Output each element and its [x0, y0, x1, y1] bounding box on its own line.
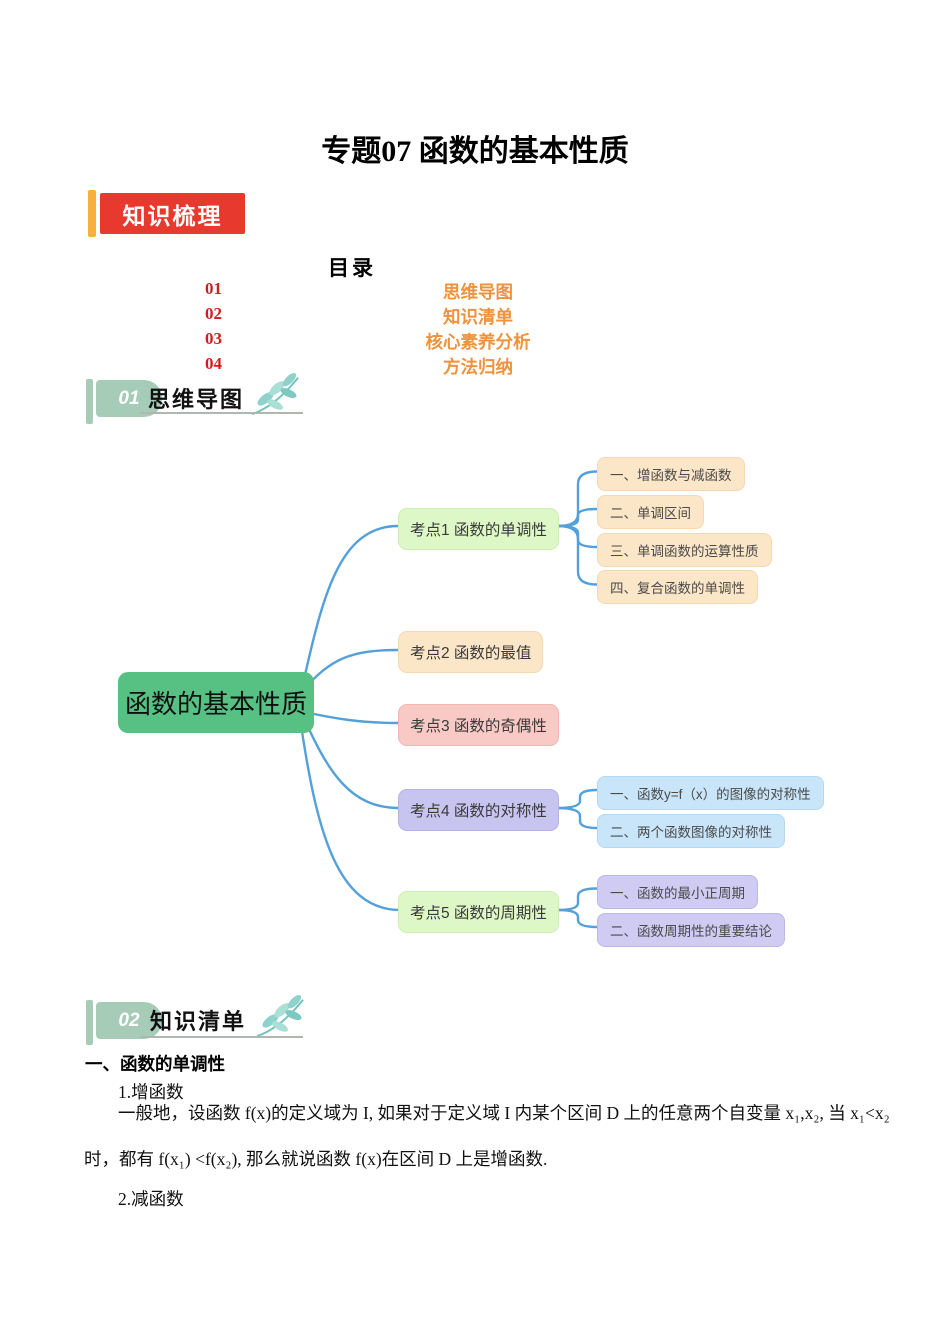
leaf-decoration-icon	[251, 372, 299, 415]
leaf-decoration-icon	[256, 994, 304, 1037]
toc-row: 01 思维导图	[0, 279, 950, 304]
toc-number: 03	[205, 329, 222, 348]
toc-link-knowledge-list[interactable]: 知识清单	[443, 307, 513, 327]
knowledge-badge-accent-bar	[88, 190, 96, 237]
section1-title: 思维导图	[148, 387, 245, 412]
toc-link-method-summary[interactable]: 方法归纳	[443, 357, 513, 377]
section1-accent-bar	[86, 379, 93, 424]
mindmap-subtopic-node: 二、函数周期性的重要结论	[597, 912, 785, 947]
content-paragraph-increasing-def: 一般地，设函数 f(x)的定义域为 I, 如果对于定义域 I 内某个区间 D 上…	[84, 1103, 890, 1169]
toc-number: 04	[205, 354, 222, 373]
content-heading-monotonicity: 一、函数的单调性	[85, 1054, 225, 1074]
section1-number-badge: 01	[96, 380, 162, 417]
mindmap-subtopic-node: 三、单调函数的运算性质	[597, 532, 772, 567]
section2-number-badge: 02	[96, 1002, 162, 1039]
mindmap-subtopic-node: 四、复合函数的单调性	[597, 570, 758, 604]
toc-heading: 目录	[328, 256, 376, 280]
mindmap-subtopic-node: 二、单调区间	[597, 494, 704, 529]
mindmap-topic-node-3: 考点3 函数的奇偶性	[398, 704, 559, 746]
toc-row: 04 方法归纳	[0, 354, 950, 379]
toc-number: 01	[205, 279, 222, 298]
section2-accent-bar	[86, 1000, 93, 1045]
toc-link-core-analysis[interactable]: 核心素养分析	[425, 332, 531, 352]
knowledge-badge: 知识梳理	[100, 193, 245, 234]
content-subheading-increasing: 1.增函数	[118, 1082, 184, 1102]
toc-link-mindmap[interactable]: 思维导图	[443, 282, 513, 302]
mindmap-topic-node-1: 考点1 函数的单调性	[398, 508, 559, 550]
toc-row: 02 知识清单	[0, 304, 950, 329]
section2-underline	[140, 1036, 303, 1038]
mindmap-subtopic-node: 一、增函数与减函数	[597, 457, 745, 491]
mindmap-topic-node-4: 考点4 函数的对称性	[398, 789, 559, 831]
toc-row: 03 核心素养分析	[0, 329, 950, 354]
mindmap-topic-node-5: 考点5 函数的周期性	[398, 891, 559, 933]
mindmap-topic-node-2: 考点2 函数的最值	[398, 631, 544, 673]
page-title: 专题07 函数的基本性质	[321, 135, 629, 168]
section1-underline	[140, 412, 303, 414]
mindmap-subtopic-node: 二、两个函数图像的对称性	[597, 813, 785, 848]
toc-number: 02	[205, 304, 222, 323]
mindmap-subtopic-node: 一、函数y=f（x）的图像的对称性	[597, 776, 824, 810]
section2-title: 知识清单	[150, 1009, 247, 1034]
content-subheading-decreasing: 2.减函数	[118, 1189, 184, 1209]
mindmap-subtopic-node: 一、函数的最小正周期	[597, 874, 758, 909]
mindmap-root-node: 函数的基本性质	[118, 672, 315, 733]
